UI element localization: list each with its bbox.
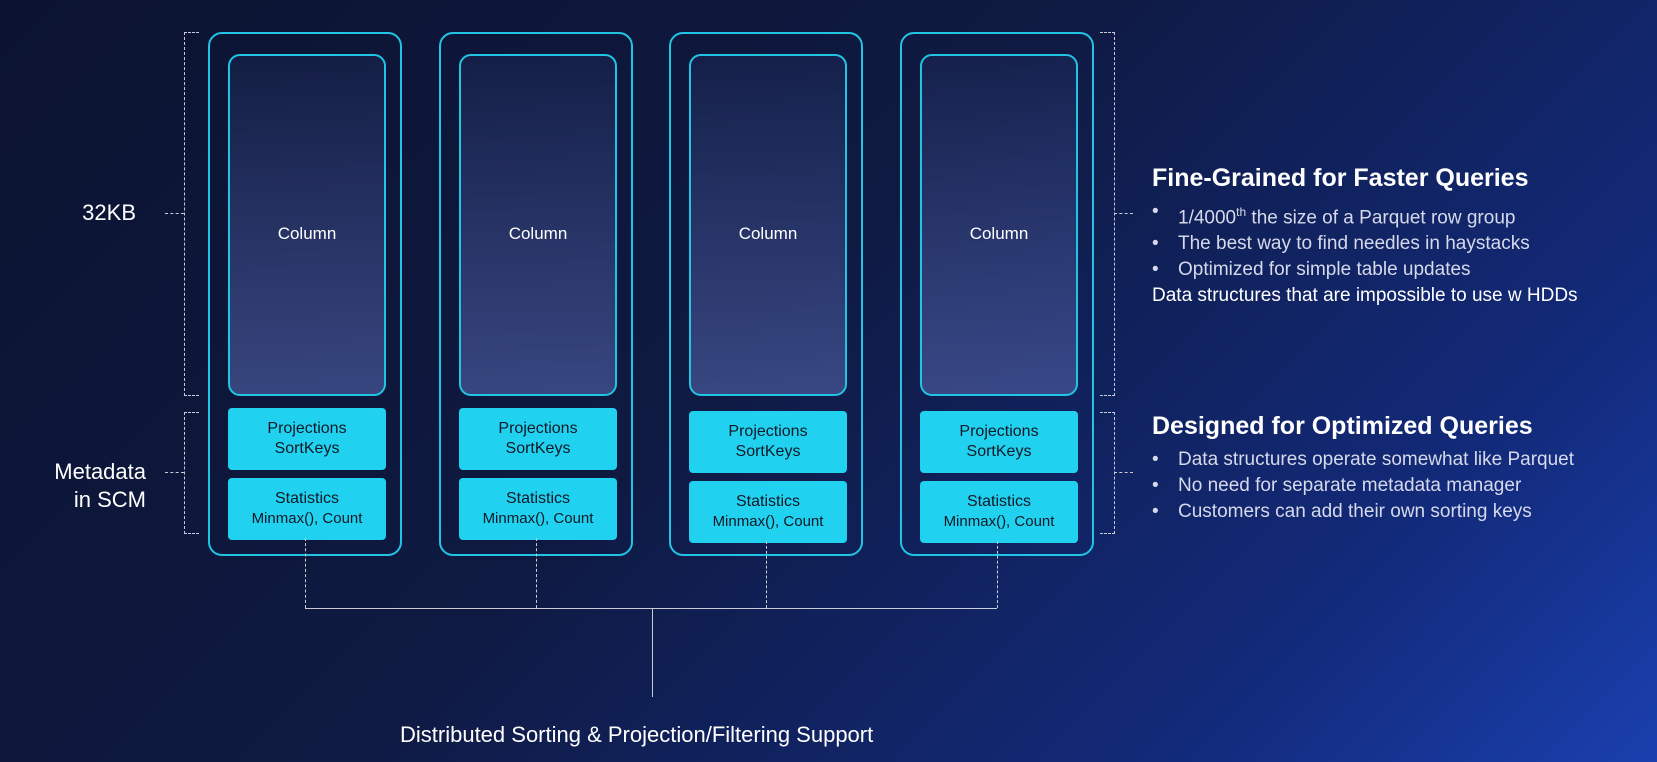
statistics-box: Statistics Minmax(), Count <box>228 478 386 540</box>
column-group-1: Column Projections SortKeys Statistics M… <box>208 32 402 556</box>
metadata-bracket-right-tick <box>1114 472 1133 473</box>
column-label: Column <box>508 224 568 243</box>
bullet-icon: • <box>1152 259 1159 281</box>
bullet-icon: • <box>1152 201 1159 222</box>
bullet-text: No need for separate metadata manager <box>1178 475 1522 496</box>
projections-label: Projections <box>959 423 1039 440</box>
projections-sortkeys-box: Projections SortKeys <box>228 408 386 470</box>
bullet-icon: • <box>1152 475 1159 496</box>
panel-title: Designed for Optimized Queries <box>1152 412 1533 440</box>
bullet-2-text: The best way to find needles in haystack… <box>1178 233 1530 255</box>
bullet-icon: • <box>1152 449 1159 470</box>
statistics-box: Statistics Minmax(), Count <box>689 481 847 543</box>
statistics-label: Statistics <box>274 490 339 507</box>
fine-grained-panel: Fine-Grained for Faster Queries •1/4000t… <box>1152 164 1652 309</box>
column-group-2: Column Projections SortKeys Statistics M… <box>439 32 633 556</box>
connector-trunk <box>652 608 653 697</box>
statistics-label: Statistics <box>966 493 1031 510</box>
panel-note: Data structures that are impossible to u… <box>1152 285 1578 307</box>
size-bracket-tick <box>165 213 184 214</box>
projections-sortkeys-box: Projections SortKeys <box>689 411 847 473</box>
statistics-box: Statistics Minmax(), Count <box>459 478 617 540</box>
connector-1 <box>305 538 306 608</box>
sortkeys-label: SortKeys <box>966 443 1032 460</box>
column-label: Column <box>738 224 798 243</box>
bullet-item: • Data structures operate somewhat like P… <box>1152 447 1652 473</box>
column-label: Column <box>969 224 1029 243</box>
bullet-1-pre: 1/4000 <box>1178 207 1237 229</box>
metadata-label-line1: Metadata <box>54 459 146 484</box>
projections-sortkeys-box: Projections SortKeys <box>920 411 1078 473</box>
bullet-text: Data structures operate somewhat like Pa… <box>1178 449 1575 470</box>
bullet-item: • Optimized for simple table updates <box>1152 257 1652 283</box>
metadata-label: Metadata in SCM <box>30 458 146 514</box>
sortkeys-label: SortKeys <box>505 440 571 457</box>
statistics-detail: Minmax(), Count <box>943 513 1055 530</box>
bullet-icon: • <box>1152 501 1159 522</box>
bullet-item: • No need for separate metadata manager <box>1152 473 1652 499</box>
column-block: Column <box>920 54 1078 396</box>
statistics-detail: Minmax(), Count <box>712 513 824 530</box>
connector-bus <box>305 608 997 609</box>
column-group-3: Column Projections SortKeys Statistics M… <box>669 32 863 556</box>
statistics-detail: Minmax(), Count <box>482 510 594 527</box>
column-group-4: Column Projections SortKeys Statistics M… <box>900 32 1094 556</box>
metadata-bracket-tick <box>165 472 184 473</box>
metadata-label-line2: in SCM <box>73 487 146 512</box>
column-block: Column <box>228 54 386 396</box>
column-label: Column <box>277 224 337 243</box>
size-bracket-right <box>1100 32 1115 396</box>
bullet-item: • The best way to find needles in haystac… <box>1152 231 1652 257</box>
connector-3 <box>766 541 767 608</box>
metadata-bracket <box>184 412 199 534</box>
bottom-label: Distributed Sorting & Projection/Filteri… <box>400 722 874 747</box>
connector-4 <box>997 541 998 608</box>
size-bracket-right-tick <box>1114 213 1133 214</box>
bullet-1-sup: th <box>1236 205 1247 219</box>
statistics-label: Statistics <box>505 490 570 507</box>
sortkeys-label: SortKeys <box>735 443 801 460</box>
column-block: Column <box>459 54 617 396</box>
projections-label: Projections <box>728 423 808 440</box>
bullet-text: Customers can add their own sorting keys <box>1178 501 1532 522</box>
size-bracket <box>184 32 199 396</box>
statistics-detail: Minmax(), Count <box>251 510 363 527</box>
statistics-box: Statistics Minmax(), Count <box>920 481 1078 543</box>
projections-sortkeys-box: Projections SortKeys <box>459 408 617 470</box>
bullet-list: • 1/4000th the size of a Parquet row grou… <box>1152 199 1652 283</box>
optimized-queries-panel: Designed for Optimized Queries • Data str… <box>1152 412 1652 525</box>
sortkeys-label: SortKeys <box>274 440 340 457</box>
column-block: Column <box>689 54 847 396</box>
projections-label: Projections <box>498 420 578 437</box>
projections-label: Projections <box>267 420 347 437</box>
panel-title: Fine-Grained for Faster Queries <box>1152 164 1529 192</box>
bullet-icon: • <box>1152 233 1159 255</box>
bullet-3-text: Optimized for simple table updates <box>1178 259 1471 281</box>
statistics-label: Statistics <box>735 493 800 510</box>
size-label: 32KB <box>82 200 136 225</box>
connector-2 <box>536 538 537 608</box>
bullet-item: • Customers can add their own sorting key… <box>1152 499 1652 525</box>
bullet-1-post: the size of a Parquet row group <box>1246 207 1516 229</box>
bullet-list: • Data structures operate somewhat like P… <box>1152 447 1652 525</box>
bullet-item: • 1/4000th the size of a Parquet row grou… <box>1152 199 1652 231</box>
metadata-bracket-right <box>1100 412 1115 534</box>
